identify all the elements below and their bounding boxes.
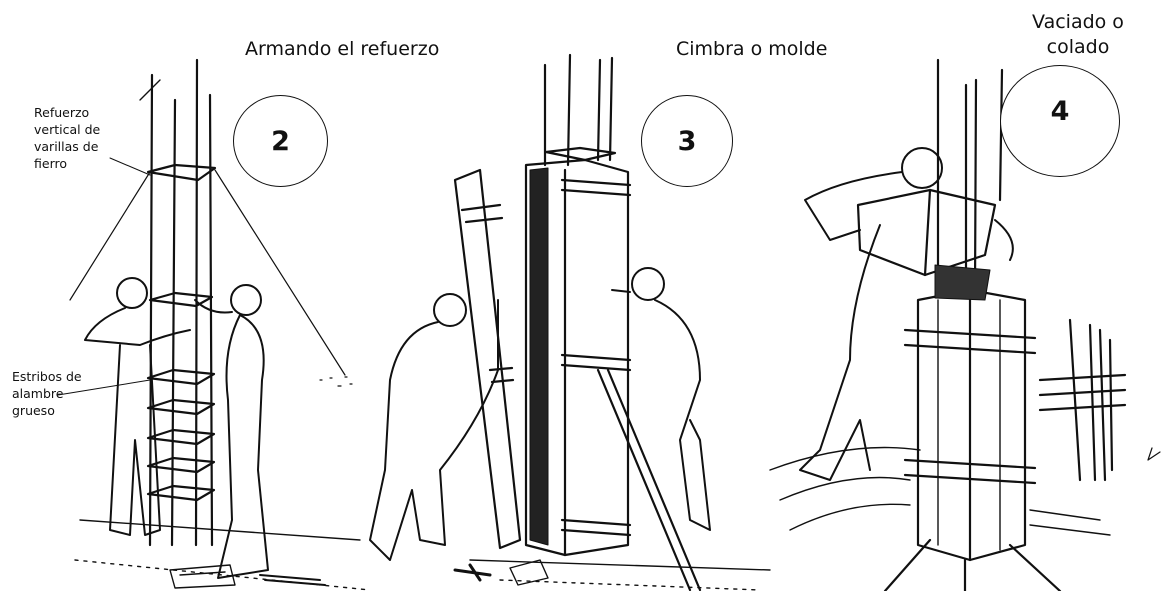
pouring-illustration [856,58,1127,591]
vertical-reinforcement-label: Refuerzo vertical de varillas de fierro [34,105,101,171]
worker-figure [611,267,711,531]
ground-illustration [74,519,371,591]
worker-figure [84,277,191,536]
stirrups-label: Estribos de alambre grueso [12,369,82,418]
rebar-cage-illustration [69,58,346,547]
ground-illustration [769,446,1161,536]
step-number-circle: 2 [233,95,328,187]
formwork-illustration [453,53,702,591]
step-number: 4 [1050,95,1070,127]
worker-figure [799,147,1014,481]
worker-figure [369,293,499,561]
debris-dots [319,376,353,387]
worker-figure [194,284,269,579]
step-number-circle: 3 [641,95,733,187]
annotation-leader-line [109,157,151,176]
step-number: 2 [271,125,290,157]
step-4-title: Vaciado o colado [1032,11,1124,58]
step-number: 3 [677,125,697,157]
step-2-title: Armando el refuerzo [245,38,440,60]
step-number-circle: 4 [1000,65,1120,177]
ground-illustration [453,559,771,591]
step-3-title: Cimbra o molde [676,38,828,60]
annotation-leader-line [57,379,151,396]
